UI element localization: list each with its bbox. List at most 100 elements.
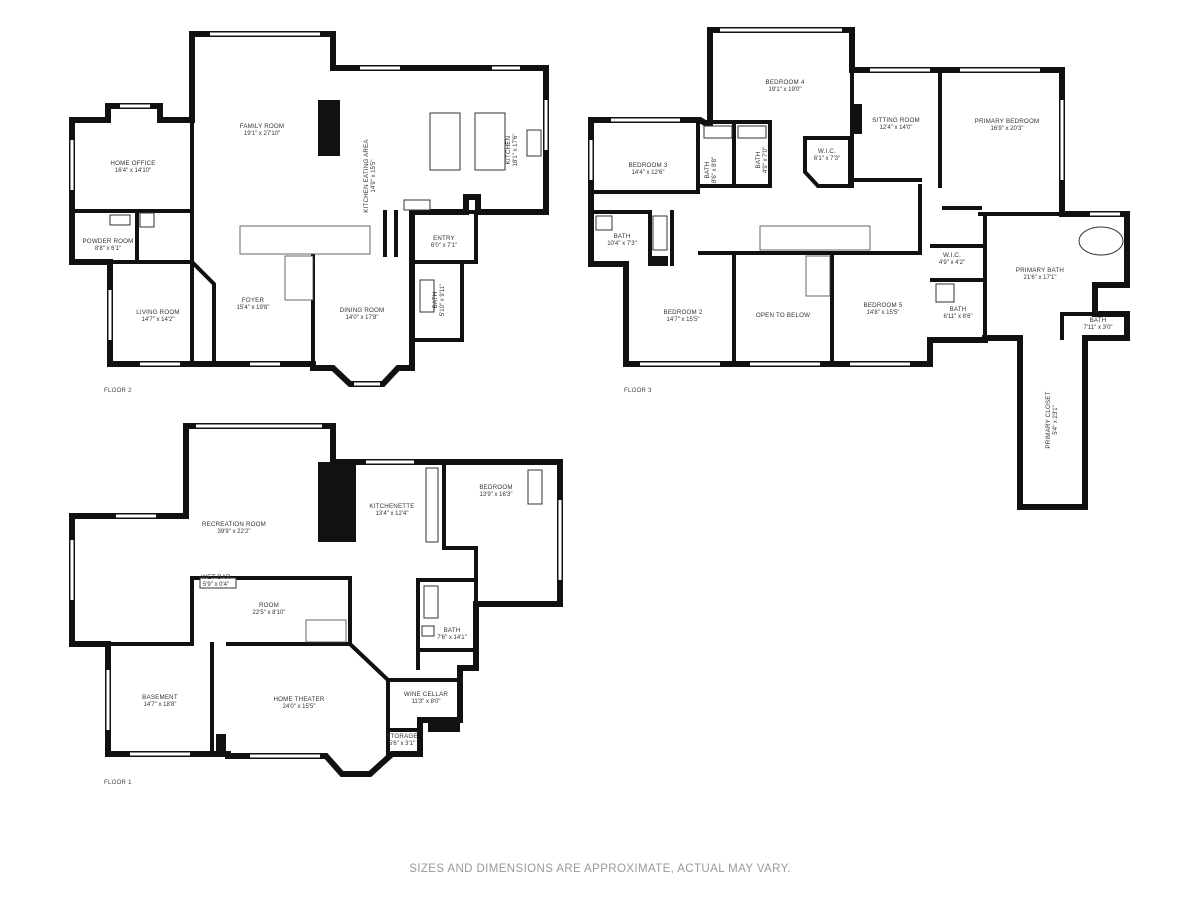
kitchenette-counter	[425, 467, 439, 543]
room-label: RECREATION ROOM	[202, 521, 266, 528]
disclaimer-note: SIZES AND DIMENSIONS ARE APPROXIMATE, AC…	[409, 863, 791, 875]
room-label: FOYER	[242, 297, 265, 304]
room-label: OPEN TO BELOW	[756, 312, 810, 319]
room-label: BEDROOM	[479, 484, 512, 491]
vanity	[419, 279, 435, 313]
room-label: KITCHENETTE	[369, 503, 414, 510]
room-label: BATH	[432, 292, 439, 309]
room-label: PRIMARY CLOSET	[1045, 391, 1052, 448]
room-label: LIVING ROOM	[136, 309, 179, 316]
room-dims: 8'8" x 6'1"	[95, 246, 121, 252]
kitchen-counter-island	[474, 112, 506, 171]
room-label: KITCHEN EATING AREA	[363, 139, 370, 213]
floor-3-plan: BEDROOM 4 19'1" x 19'0" SITTING ROOM 12'…	[588, 27, 1130, 510]
floor-1-plan: RECREATION ROOM 39'9" x 22'2" KITCHENETT…	[69, 423, 563, 786]
room-dims: 5'6" x 3'1"	[389, 741, 415, 747]
room-dims: 11'3" x 8'0"	[411, 699, 440, 705]
room-dims: 24'0" x 15'5"	[283, 704, 316, 710]
fireplace	[318, 462, 356, 542]
room-label: W.I.C.	[943, 252, 961, 259]
room-label: PRIMARY BATH	[1016, 267, 1064, 274]
room-label: SITTING ROOM	[872, 117, 920, 124]
room-dims: 15'4" x 19'8"	[237, 305, 270, 311]
room-dims: 5'10" x 9'11"	[440, 284, 446, 316]
room-label: W.I.C.	[818, 148, 836, 155]
room-dims: 14'7" x 15'5"	[667, 317, 700, 323]
room-dims: 14'8" x 15'5"	[867, 310, 900, 316]
room-label: BEDROOM 3	[629, 162, 668, 169]
room-label: BATH	[704, 162, 711, 179]
bathtub	[1078, 226, 1124, 256]
bathtub	[423, 585, 439, 619]
room-label: BASEMENT	[142, 694, 178, 701]
floor-block	[652, 256, 668, 266]
bathtub	[652, 215, 668, 251]
room-dims: 14'9" x 15'5"	[371, 160, 377, 193]
wet-bar-counter	[199, 577, 237, 589]
room-dims: 18'1" x 17'6"	[513, 134, 519, 167]
floor-3-outer-wall	[588, 27, 1130, 510]
floor-label: FLOOR 3	[624, 388, 652, 394]
toilet	[109, 214, 131, 226]
room-dims: 14'7" x 14'2"	[142, 317, 175, 323]
room-label: BEDROOM 4	[766, 79, 805, 86]
room-label: DINING ROOM	[340, 307, 385, 314]
room-label: STORAGE	[386, 733, 418, 740]
room-dims: 4'9" x 4'2"	[939, 260, 965, 266]
room-label: BEDROOM 2	[664, 309, 703, 316]
room-dims: 13'9" x 16'3"	[480, 492, 513, 498]
stair	[805, 255, 831, 297]
room-dims: 21'6" x 17'1"	[1024, 275, 1057, 281]
room-dims: 16'4" x 14'10"	[115, 168, 151, 174]
stair-landing	[759, 225, 871, 251]
room-label: BATH	[1090, 317, 1107, 324]
room-dims: 7'11" x 3'0"	[1083, 325, 1112, 331]
stair-landing	[239, 225, 371, 255]
room-label: HOME THEATER	[274, 696, 325, 703]
floor-3-interior-walls	[589, 68, 1097, 366]
room-dims: 5'9" x 0'4"	[203, 582, 229, 588]
floor-1-outer-wall	[69, 423, 563, 777]
floor-1-interior-walls	[106, 460, 478, 756]
room-dims: 6'0" x 7'1"	[431, 243, 457, 249]
floor-1-labels: RECREATION ROOM 39'9" x 22'2" KITCHENETT…	[104, 484, 513, 786]
closet	[527, 469, 543, 505]
toilet	[421, 625, 435, 637]
stair	[284, 255, 314, 301]
room-dims: 16'9" x 20'3"	[991, 126, 1024, 132]
floor-2-windows	[70, 32, 548, 386]
floor-2-plan: FAMILY ROOM 19'1" x 27'10" KITCHEN EATIN…	[69, 31, 549, 394]
room-dims: 14'7" x 18'8"	[144, 702, 177, 708]
room-label: BATH	[950, 306, 967, 313]
room-dims: 7'6" x 14'1"	[437, 635, 467, 641]
room-label: BATH	[614, 233, 631, 240]
room-dims: 6'1" x 7'3"	[814, 156, 840, 162]
room-dims: 19'1" x 19'0"	[769, 87, 802, 93]
kitchen-sink	[526, 129, 542, 157]
room-label: WET BAR	[201, 574, 231, 581]
column	[216, 734, 226, 754]
room-dims: 5'4" x 23'1"	[1053, 405, 1059, 435]
kitchen-island	[429, 112, 461, 171]
vanity	[703, 125, 733, 139]
room-dims: 13'4" x 12'4"	[376, 511, 409, 517]
room-label: BEDROOM 5	[864, 302, 903, 309]
room-dims: 4'9" x 7'0"	[763, 147, 769, 173]
room-dims: 39'9" x 22'2"	[218, 529, 251, 535]
room-dims: 8'6" x 8'8"	[712, 157, 718, 183]
room-dims: 14'0" x 17'8"	[346, 315, 379, 321]
cabinet	[403, 199, 431, 211]
sink	[595, 215, 613, 231]
floor-1-windows	[70, 424, 562, 758]
room-dims: 10'4" x 7'3"	[607, 241, 637, 247]
room-label: BATH	[444, 627, 461, 634]
vanity	[737, 125, 767, 139]
room-dims: 14'4" x 12'6"	[632, 170, 665, 176]
room-label: KITCHEN	[505, 136, 512, 165]
room-label: ROOM	[259, 602, 279, 609]
room-label: HOME OFFICE	[110, 160, 155, 167]
floor-label: FLOOR 2	[104, 388, 132, 394]
wine-rack	[428, 718, 460, 732]
room-label: WINE CELLAR	[404, 691, 448, 698]
